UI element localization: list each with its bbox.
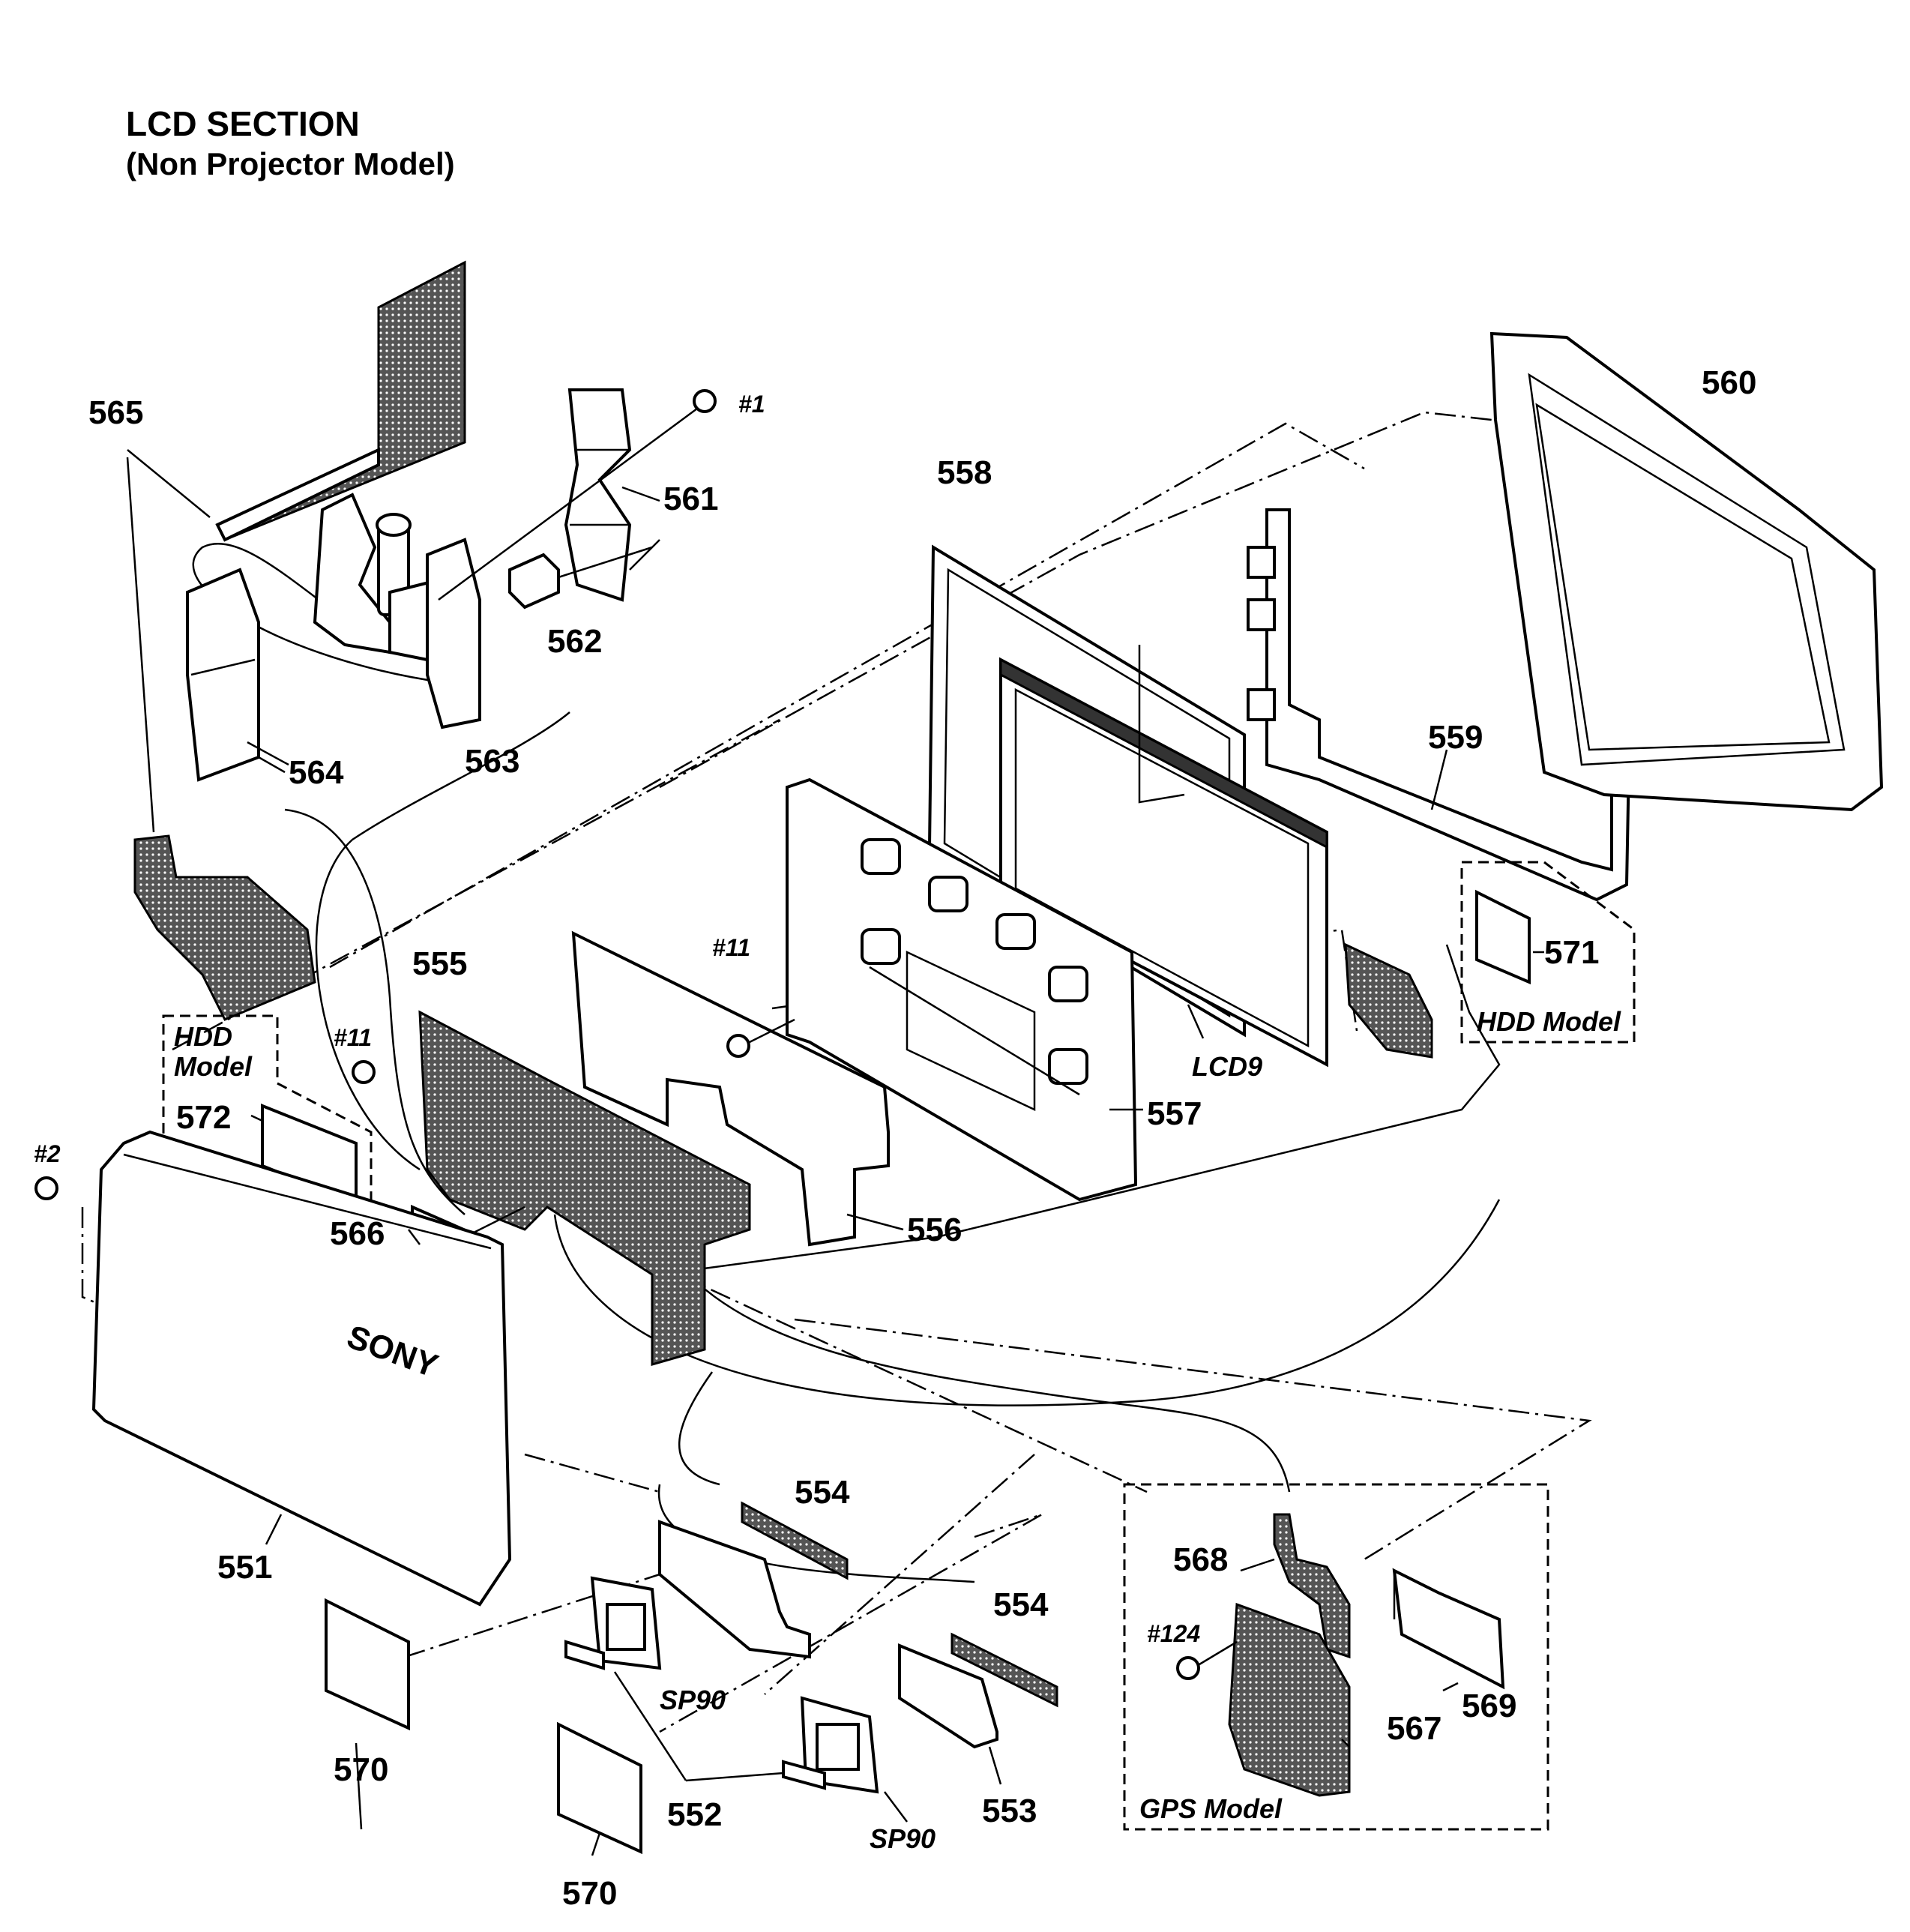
label-562: 562 [547,623,602,660]
label-559: 559 [1428,719,1483,756]
part-552-pad-upper [564,1640,605,1670]
label-551: 551 [217,1549,272,1586]
part-553-speaker-holder-upper [658,1520,811,1659]
part-sp90-speaker-upper [590,1576,662,1670]
label-558: 558 [937,454,992,491]
part-562-block [508,546,653,610]
part-568-gps-flex [1273,1513,1351,1659]
section-title: LCD SECTION [126,104,360,143]
part-552-pad-lower [782,1760,826,1790]
part-565-flex-cable [126,260,466,1021]
label-564: 564 [289,754,344,791]
part-557-bracket [786,777,1138,1202]
gps-model-box [1123,1483,1549,1831]
hdd-model-right-box [1460,861,1636,1044]
label-572: 572 [176,1099,231,1136]
label-560: 560 [1702,364,1756,401]
label-556: 556 [907,1212,962,1248]
label-555: 555 [412,945,467,982]
part-564-hinge-cover [186,568,289,782]
screw-1-icon [438,389,717,601]
label-lcd9: LCD9 [1192,1051,1262,1082]
right-flex-cable [1344,942,1433,1059]
label-screw-1: #1 [738,391,765,418]
part-551-back-cover: SONY [91,1130,512,1607]
part-570-sheet-bottom [557,1721,642,1855]
label-sp90-lower: SP90 [870,1823,936,1854]
part-556-sheet [571,930,890,1247]
part-sp90-speaker-lower [800,1696,879,1794]
screw-124-icon [1176,1640,1238,1680]
part-554-cushion-upper [741,1501,849,1580]
label-569: 569 [1462,1688,1516,1724]
screw-11-center-icon [726,1018,795,1058]
label-553: 553 [982,1793,1037,1829]
part-555-pcb [418,1010,751,1366]
part-570-sheet-left [325,1598,410,1731]
label-screw-2: #2 [34,1140,61,1167]
label-gps-model: GPS Model [1139,1793,1283,1824]
screw-11-left-icon [352,1060,376,1084]
part-567-gps-module [1228,1602,1351,1797]
part-lcd9-panel [999,645,1328,1068]
label-552: 552 [667,1796,722,1833]
part-553-speaker-holder-lower [898,1643,998,1749]
label-571: 571 [1544,934,1599,971]
label-screw-11-left: #11 [334,1024,372,1051]
label-screw-124: #124 [1147,1620,1200,1647]
label-screw-11-center: #11 [712,934,750,961]
label-hdd-left-2: Model [174,1051,253,1082]
label-sp90-upper: SP90 [660,1685,726,1715]
screw-2-icon [34,1176,58,1200]
part-labels: 565 561 562 563 564 558 560 559 571 555 … [34,364,1756,1912]
label-566: 566 [330,1215,385,1252]
label-563: 563 [465,743,519,780]
label-568: 568 [1173,1541,1228,1578]
part-563-hinge-core [313,493,481,729]
label-557: 557 [1147,1095,1202,1132]
label-570-bottom: 570 [562,1875,617,1912]
label-565: 565 [88,394,143,431]
label-hdd-right: HDD Model [1477,1006,1621,1037]
label-hdd-left-1: HDD [174,1021,232,1052]
leader-lines [250,486,1544,1856]
label-554-lower: 554 [993,1586,1049,1623]
part-554-cushion-lower [951,1632,1058,1708]
part-560-lcd-frame [1489,331,1884,812]
label-567: 567 [1387,1710,1441,1747]
section-subtitle: (Non Projector Model) [126,146,455,181]
label-561: 561 [663,481,718,517]
label-570-left: 570 [334,1751,388,1788]
label-554-upper: 554 [795,1474,850,1511]
part-571-sheet [1475,889,1531,985]
part-561-hinge-bracket [564,388,660,602]
part-569-sheet [1392,1568,1505,1690]
